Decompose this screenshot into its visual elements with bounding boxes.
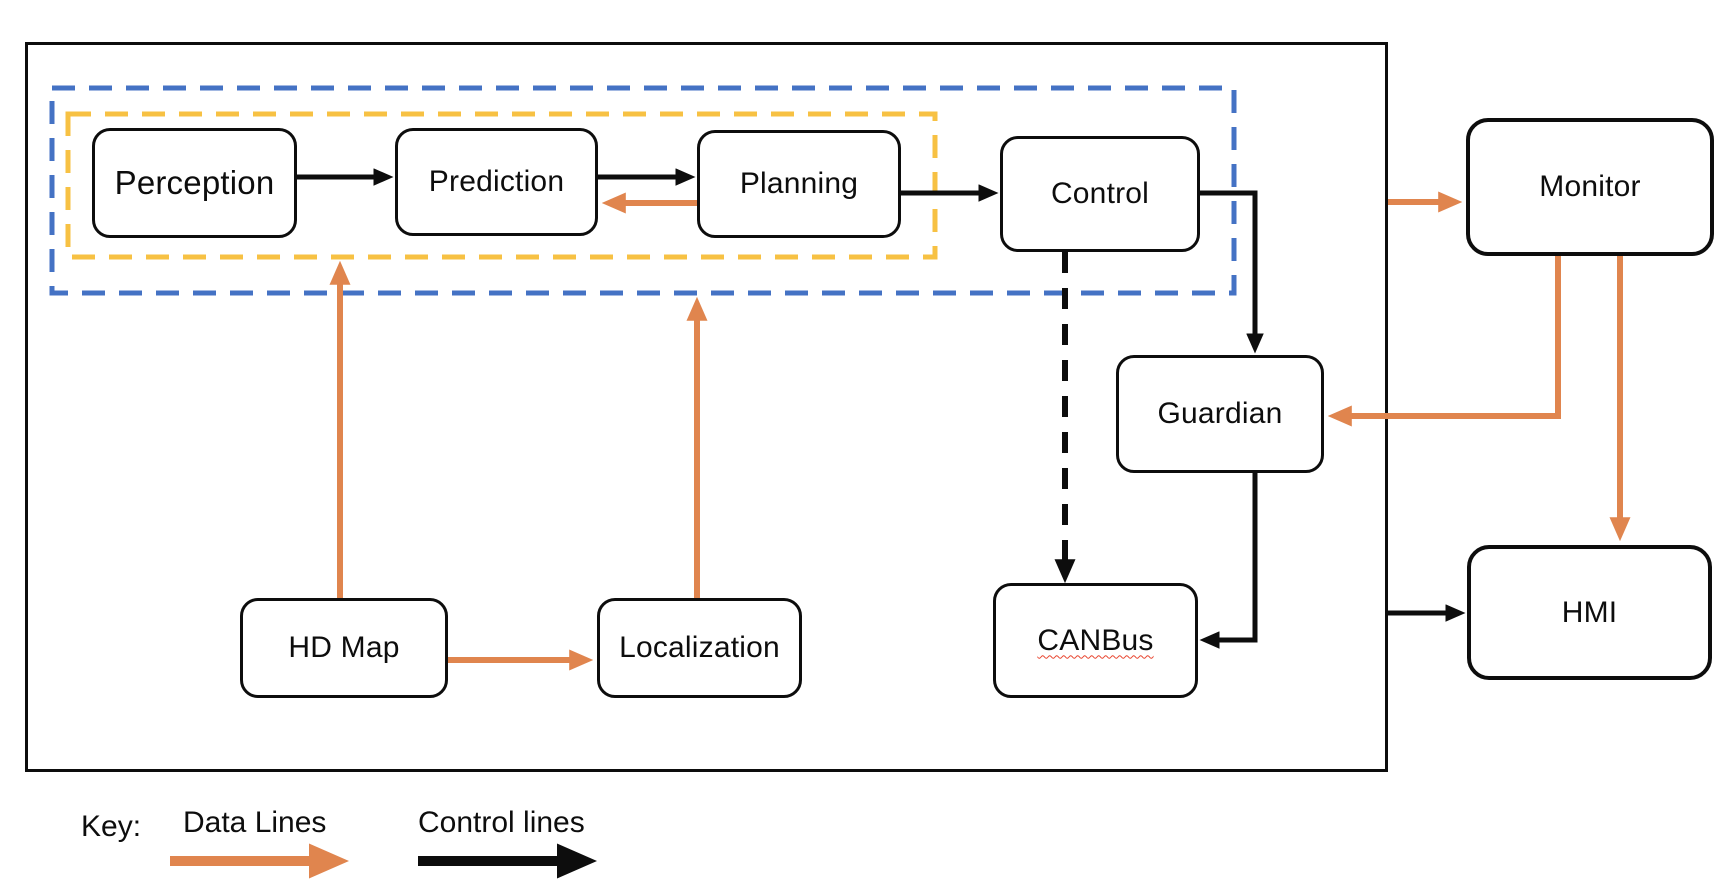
node-control-label: Control	[1050, 177, 1150, 210]
node-monitor-label: Monitor	[1539, 170, 1641, 203]
node-hd-map-label: HD Map	[288, 631, 400, 664]
node-guardian: Guardian	[1116, 355, 1324, 473]
node-canbus-label: CANBus	[1037, 623, 1154, 657]
node-guardian-label: Guardian	[1157, 397, 1283, 430]
node-localization: Localization	[597, 598, 802, 698]
legend-data-lines-label: Data Lines	[183, 806, 327, 839]
node-localization-label: Localization	[619, 631, 780, 664]
node-canbus: CANBus	[993, 583, 1198, 698]
edge-control-to-guardian	[1200, 190, 1264, 354]
node-planning: Planning	[697, 130, 901, 238]
node-hmi: HMI	[1467, 545, 1712, 680]
legend-control-lines-label: Control lines	[418, 806, 585, 839]
system-boundary	[25, 42, 1388, 772]
legend-key-label: Key:	[81, 810, 142, 843]
node-monitor: Monitor	[1466, 118, 1714, 256]
node-planning-label: Planning	[739, 167, 859, 200]
node-hd-map: HD Map	[240, 598, 448, 698]
node-perception: Perception	[92, 128, 297, 238]
node-prediction: Prediction	[395, 128, 598, 236]
node-perception-label: Perception	[114, 164, 275, 201]
inner-pipeline-group	[65, 111, 938, 260]
node-hmi-label: HMI	[1561, 595, 1618, 629]
node-prediction-label: Prediction	[428, 165, 565, 198]
edge-guardian-to-canbus	[1199, 473, 1258, 649]
edge-monitor-to-guardian	[1327, 256, 1561, 427]
outer-pipeline-group	[49, 85, 1237, 296]
node-control: Control	[1000, 136, 1200, 252]
